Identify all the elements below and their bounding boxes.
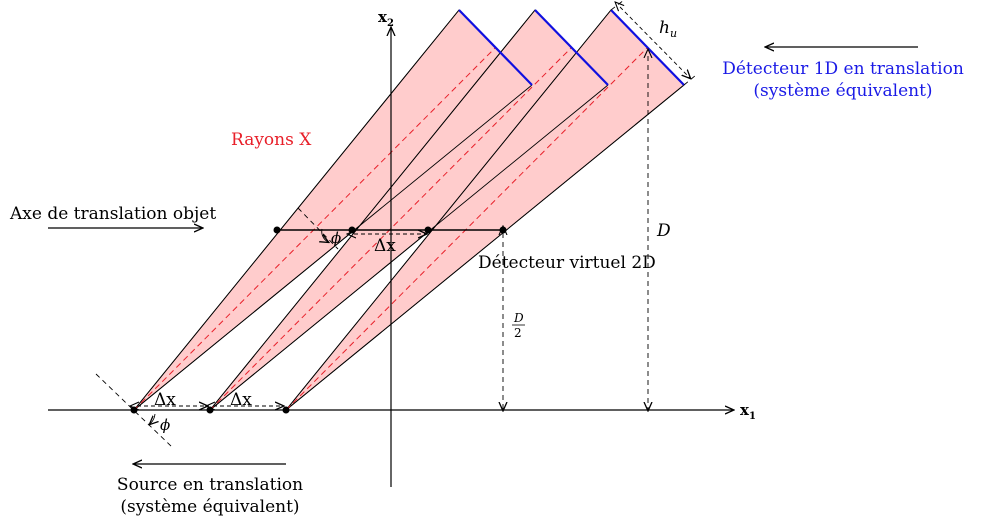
central-ray-3	[285, 47, 648, 411]
detector-label-line1: Détecteur 1D en translation	[722, 59, 964, 79]
source-label-line2: (système équivalent)	[120, 497, 299, 517]
phi-object-arc	[322, 228, 328, 242]
phi-object-label: ϕ	[331, 229, 341, 247]
source-label-line1: Source en translation	[117, 475, 303, 495]
rays-label: Rayons X	[231, 130, 312, 150]
central-ray-1	[133, 47, 496, 411]
object-point-1	[273, 226, 281, 234]
hu-label: hu	[659, 18, 677, 40]
source-point-3	[282, 406, 290, 414]
delta-x-source-1-label: Δx	[154, 390, 176, 410]
hu-helper-bottom	[683, 74, 697, 86]
object-point-2	[348, 226, 356, 234]
delta-x-object-label: Δx	[374, 236, 396, 256]
phi-source-arc	[150, 413, 155, 424]
detector-1	[458, 9, 533, 86]
half-D-label: D 2	[512, 311, 525, 340]
source-point-2	[206, 406, 214, 414]
detector-2	[534, 9, 609, 86]
phi-source-label: ϕ	[160, 416, 170, 434]
hu-dimension-arrow	[620, 7, 690, 78]
half-D-denominator: 2	[514, 326, 522, 340]
object-axis-label: Axe de translation objet	[9, 204, 216, 224]
x1-axis-label: x1	[740, 401, 756, 422]
half-D-numerator: D	[513, 311, 524, 325]
x2-axis-label: x2	[378, 8, 394, 29]
object-point-3	[424, 226, 432, 234]
object-point-4	[499, 226, 507, 234]
object-perpendicular	[297, 207, 339, 250]
D-label: D	[656, 221, 671, 241]
virtual-detector-label: Détecteur virtuel 2D	[478, 253, 656, 273]
detector-label-line2: (système équivalent)	[753, 81, 932, 101]
delta-x-source-2-label: Δx	[230, 390, 252, 410]
